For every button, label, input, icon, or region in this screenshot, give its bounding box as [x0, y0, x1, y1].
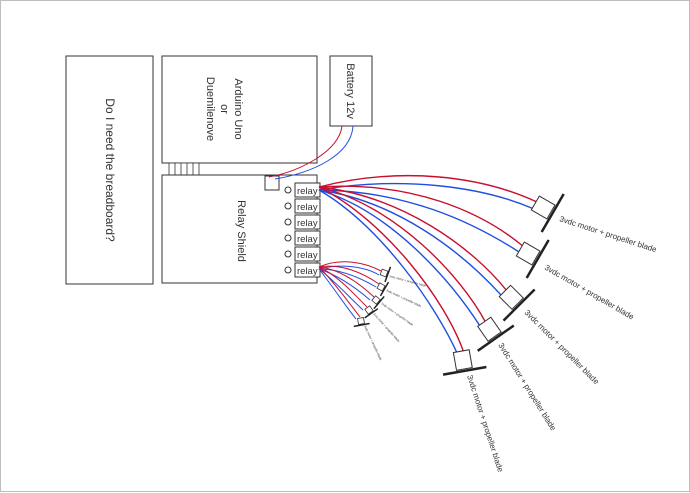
battery-box: [329, 55, 373, 127]
relay-label-4: relay: [297, 234, 318, 245]
motor-wires-large: [318, 174, 538, 356]
propeller-blade-5: [442, 365, 487, 376]
relay-label-5: relay: [297, 250, 318, 261]
motor-label-1: 3vdc motor + propeller blade: [558, 214, 658, 254]
motor-5: [442, 349, 487, 376]
motor-3: [498, 284, 536, 322]
motor-body-3: [498, 284, 525, 311]
motor-4: [476, 316, 515, 352]
relay-row-5: relay: [284, 246, 321, 262]
small-motor-label-2: 3vdc motor + propeller blade: [386, 288, 423, 308]
arduino-label-line3: Duemilenove: [204, 77, 216, 141]
propeller-blade-1: [540, 193, 565, 233]
relay-shield-box: [161, 174, 318, 284]
motor-label-5: 3vdc motor + propeller blade: [465, 374, 505, 474]
relay-2: [294, 198, 321, 214]
relay-row-2: relay: [284, 198, 321, 214]
relay-row-4: relay: [284, 230, 321, 246]
relay-led-6: [284, 266, 292, 274]
motor-1: [530, 193, 565, 233]
breadboard-box: [65, 55, 154, 285]
small-motor-1: [379, 266, 392, 283]
motor-wires-small: [318, 261, 382, 320]
arduino-box: [161, 55, 318, 164]
battery-label: Battery 12v: [344, 63, 356, 119]
relay-row-1: relay: [284, 182, 321, 198]
small-motor-4: [364, 305, 379, 319]
motor-body-1: [530, 195, 556, 220]
arduino-label-line1: Arduino Uno: [232, 78, 244, 139]
arduino-label-line2: or: [218, 104, 230, 114]
small-motor-label-1: 3vdc motor + propeller blade: [389, 274, 427, 288]
power-terminal: [264, 175, 280, 191]
motor-body-2: [515, 241, 541, 266]
relay-label-6: relay: [297, 266, 318, 277]
stacking-header-pins: [168, 162, 200, 176]
battery-positive-wire: [268, 125, 343, 178]
small-motor-label-4: 3vdc motor + propeller blade: [372, 312, 401, 343]
relay-label-3: relay: [297, 218, 318, 229]
small-motor-5: [353, 317, 370, 328]
relay-led-3: [284, 218, 292, 226]
propeller-blade-2: [525, 239, 550, 279]
propeller-blade-4: [476, 324, 515, 352]
motor-label-4: 3vdc motor + propeller blade: [496, 341, 558, 432]
relay-led-4: [284, 234, 292, 242]
relay-label-1: relay: [297, 186, 318, 197]
relay-3: [294, 214, 321, 230]
relay-5: [294, 246, 321, 262]
small-motor-2: [376, 281, 390, 297]
motor-label-3: 3vdc motor + propeller blade: [523, 308, 602, 387]
relay-led-5: [284, 250, 292, 258]
relay-row-3: relay: [284, 214, 321, 230]
propeller-blade-3: [502, 288, 536, 322]
relay-shield-label: Relay Shield: [235, 200, 247, 262]
relay-led-2: [284, 202, 292, 210]
breadboard-label: Do I need the breadboard?: [103, 98, 117, 242]
small-motor-3: [371, 295, 385, 310]
small-motor-label-5: 3vdc motor + propeller blade: [363, 325, 383, 362]
relay-led-1: [284, 186, 292, 194]
battery-negative-wire: [274, 125, 354, 180]
motor-body-4: [477, 316, 502, 342]
motor-2: [515, 239, 550, 279]
relay-4: [294, 230, 321, 246]
motor-body-5: [452, 349, 473, 371]
motor-label-2: 3vdc motor + propeller blade: [543, 263, 636, 322]
relay-label-2: relay: [297, 202, 318, 213]
